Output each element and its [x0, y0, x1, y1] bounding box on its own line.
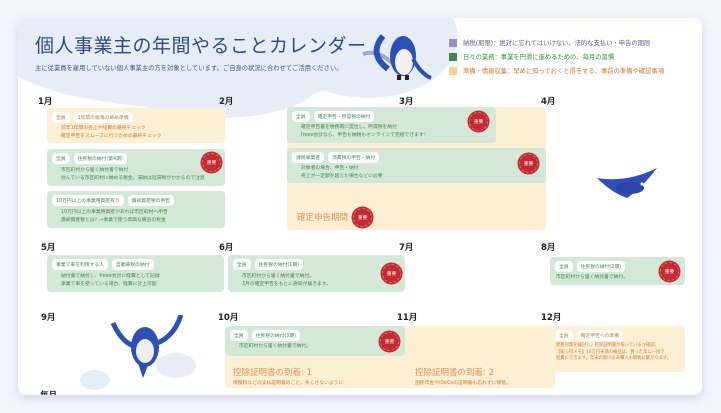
tag-task: 自動車税の納付: [111, 259, 154, 270]
flying-bird-icon: [597, 168, 657, 198]
tag-audience: 課税事業者: [292, 152, 324, 163]
tag-task: 1年間の帳簿の締め準備: [73, 112, 133, 123]
important-badge: 重要: [660, 262, 679, 281]
month-apr: 4月: [541, 97, 556, 107]
task-detail: 【知っ得メモ】10万円未満の備品は、買った年に一括で: [556, 349, 665, 355]
calendar-page: 個人事業主の年間やることカレンダー 主に従業員を雇用していない個人事業主の方を対…: [18, 18, 702, 395]
month-jan: 1月: [38, 97, 53, 107]
task-card-resident-tax-1[interactable]: 全員住民税の納付(1期) 市区町村から届く納付書で納付。 3月の確定申告をもとに通…: [228, 255, 405, 292]
cloud-decoration: [80, 370, 110, 390]
month-oct: 10月: [218, 313, 239, 323]
task-card-car-tax[interactable]: 事業で車を利用する人自動車税の納付 納付書で納付し、freee会計に経費として記…: [47, 255, 224, 292]
task-detail: 10万円以上の事業用資産があれば市区町村へ申告: [61, 210, 168, 215]
task-detail: 前年1年間の売上や経費の最終チェック: [61, 126, 146, 131]
important-badge: 重要: [519, 154, 538, 173]
mascot-bird-icon: [362, 34, 432, 80]
task-card-resident-tax-4[interactable]: 全員住民税の納付(第4期) 市区町村から届く納付書で納付住んでいる市区町村に納め…: [47, 149, 225, 186]
important-badge: 重要: [353, 208, 372, 227]
task-card-resident-tax-2[interactable]: 全員住民税の納付(2期) 市区町村から届く納付書で納付。 重要: [550, 257, 685, 285]
legend-item-daily: 日々の業務：事業を円滑に進めるための、毎月の習慣: [449, 52, 614, 61]
task-detail: 3月の確定申告をもとに通知が届きます。: [242, 282, 331, 287]
mascot-bird-flying-icon: [110, 315, 183, 378]
deduction-text-1: 保険料などの支払証明書のこと。失くさないように: [233, 381, 344, 386]
tag-task: 住民税の納付(2期): [576, 261, 625, 272]
month-aug: 8月: [541, 243, 556, 253]
month-dec: 12月: [541, 313, 562, 323]
task-card-depreciable-asset-tax[interactable]: 10万円以上の事業用資産有り償却資産税の申告 10万円以上の事業用資産があれば市…: [47, 191, 225, 228]
month-sep: 9月: [41, 313, 56, 323]
tag-audience: 全員: [555, 261, 573, 272]
important-badge: 重要: [382, 264, 401, 283]
legend-label: 納税(期限)：絶対に忘れてはいけない、法的な支払い・申告の期限: [463, 40, 651, 47]
task-card-resident-tax-3[interactable]: 全員住民税の納付(3期) 市区町村から届く納付書で納付。 重要: [225, 326, 405, 356]
page-title: 個人事業主の年間やることカレンダー: [35, 35, 367, 57]
task-detail: 納付書で納付し、freee会計に経費として記録: [61, 274, 160, 279]
month-mar: 3月: [399, 97, 414, 107]
important-badge: 重要: [469, 112, 488, 131]
task-detail: 事業で車を使っている場合、経費に計上可能: [61, 282, 157, 287]
legend-item-tax: 納税(期限)：絶対に忘れてはいけない、法的な支払い・申告の期限: [449, 38, 650, 47]
tag-task: 償却資産税の申告: [127, 195, 175, 206]
tag-task: 消費税の申告・納付: [328, 152, 380, 163]
tag-audience: 全員: [233, 259, 251, 270]
tag-task: 住民税の納付(第4期): [73, 153, 127, 164]
task-detail: 市区町村から届く納付書で納付。: [556, 275, 628, 280]
task-detail: freee会計なら、申告も納税もオンラインで完結できます！: [301, 133, 429, 138]
tag-audience: 全員: [52, 112, 70, 123]
tag-task: 住民税の納付(3期): [251, 330, 300, 341]
tag-audience: 全員: [555, 330, 573, 341]
tag-audience: 全員: [230, 330, 248, 341]
task-detail: 対象者の場合、申告・納付: [301, 166, 359, 171]
deduction-title-1: 控除証明書の到着: 1: [233, 368, 312, 378]
task-detail: 償却資産税とは？→事業で使う高価な備品の税金: [61, 218, 166, 223]
tag-audience: 全員: [52, 153, 70, 164]
legend-label: 日々の業務：事業を円滑に進めるための、毎月の習慣: [463, 54, 615, 61]
month-feb: 2月: [219, 97, 234, 107]
task-detail: 市区町村から届く納付書で納付: [61, 168, 129, 173]
cloud-decoration: [156, 353, 196, 378]
important-badge: 重要: [202, 153, 221, 172]
task-card-tax-return-prep[interactable]: 全員確定申告への準備 節税対策を検討し、控除証明書が揃っているか確認。【知っ得メ…: [550, 326, 685, 372]
task-detail: 確定申告書を税務署に提出し、所得税を納付: [301, 125, 397, 130]
deduction-title-2: 控除証明書の到着: 2: [415, 368, 494, 378]
task-card-consumption-tax[interactable]: 課税事業者消費税の申告・納付 対象者の場合、申告・納付売上が一定額を超えた場合な…: [287, 148, 546, 183]
tag-audience: 全員: [292, 111, 310, 122]
cloud-decoration: [118, 48, 318, 118]
tag-task: 確定申告への準備: [576, 330, 623, 341]
task-detail: 市区町村から届く納付書で納付。: [239, 344, 311, 349]
task-detail: 売上が一定額を超えた場合などに必要: [301, 174, 383, 179]
legend-item-prep: 準備・情報収集：早めに知っておくと得をする、事前の準備や確認事項: [449, 66, 664, 75]
month-nov: 11月: [397, 313, 418, 323]
tag-audience: 事業で車を利用する人: [52, 259, 108, 270]
month-jul: 7月: [399, 243, 414, 253]
tag-task: 住民税の納付(1期): [254, 259, 303, 270]
legend-swatch: [449, 38, 457, 47]
page-subtitle: 主に従業員を雇用していない個人事業主の方を対象としています。ご自身の状況に合わせ…: [35, 65, 343, 72]
task-detail: 節税対策を検討し、控除証明書が揃っているか確認。: [556, 343, 659, 348]
legend-swatch: [449, 66, 457, 75]
month-jun: 6月: [219, 243, 234, 253]
task-detail: 市区町村から届く納付書で納付。: [242, 274, 314, 279]
important-badge: 重要: [380, 332, 399, 351]
tag-task: 確定申告・所得税の納付: [313, 111, 375, 122]
task-detail: 経費にできます。年末の駆け込み購入も節税に繋がります。: [556, 356, 672, 361]
tax-filing-period-label: 確定申告期間: [297, 213, 349, 223]
monthly-section-label: 毎月: [40, 389, 57, 395]
legend-label: 準備・情報収集：早めに知っておくと得をする、事前の準備や確認事項: [463, 68, 664, 75]
tag-audience: 10万円以上の事業用資産有り: [52, 195, 124, 206]
task-card-tax-return[interactable]: 全員確定申告・所得税の納付 確定申告書を税務署に提出し、所得税を納付 freee会…: [287, 107, 496, 143]
task-detail: 住んでいる市区町村に納める税金。滞納は延滞税がかかるので注意: [61, 176, 205, 181]
task-detail: 確定申告をスムーズに行うための最終チェック: [61, 134, 162, 139]
deduction-text-2: 国民年金やiDeCoの証明書も忘れずに保管。: [415, 381, 511, 386]
legend-swatch: [449, 52, 457, 61]
month-may: 5月: [41, 243, 56, 253]
